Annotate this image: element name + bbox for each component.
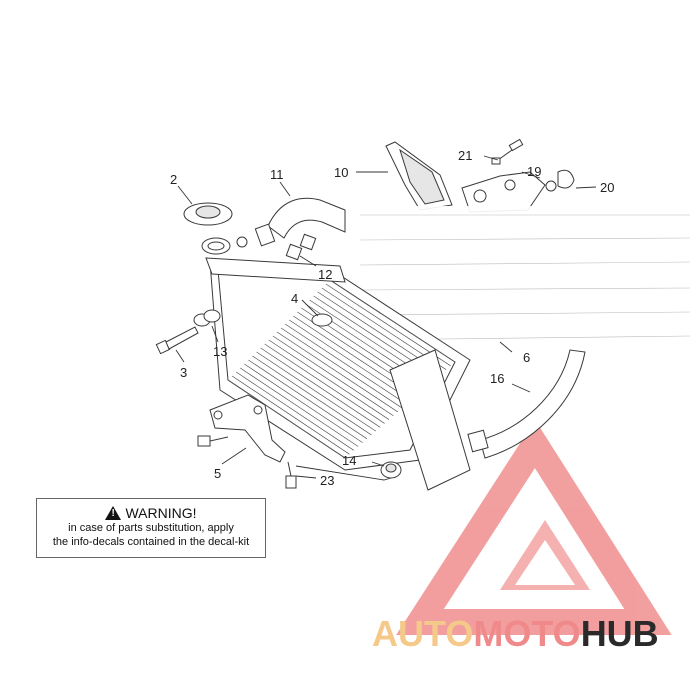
watermark-logo bbox=[396, 419, 672, 635]
warning-title: WARNING! bbox=[125, 505, 197, 521]
brand-hub: HUB bbox=[580, 613, 659, 654]
spacer-part-13 bbox=[193, 309, 221, 327]
bracket-part-10 bbox=[385, 141, 453, 211]
radiator-core bbox=[205, 257, 471, 491]
warning-decal-box: WARNING! in case of parts substitution, … bbox=[36, 498, 266, 558]
callout-23: 23 bbox=[320, 473, 334, 488]
callout-5: 5 bbox=[214, 466, 221, 481]
radiator-fin bbox=[227, 379, 346, 459]
shroud-part bbox=[461, 169, 575, 213]
radiator-fin bbox=[252, 355, 372, 436]
screw-part-23 bbox=[285, 461, 297, 489]
bracket-part-5 bbox=[197, 394, 286, 463]
radiator-fin bbox=[248, 359, 368, 440]
radiator-fin bbox=[284, 323, 407, 405]
hose-part-16 bbox=[467, 349, 586, 459]
warning-line-1: in case of parts substitution, apply bbox=[68, 522, 234, 534]
callout-20: 20 bbox=[600, 180, 614, 195]
callout-6: 6 bbox=[523, 350, 530, 365]
brand-auto: AUTO bbox=[372, 613, 474, 654]
callout-16: 16 bbox=[490, 371, 504, 386]
leader-lines bbox=[175, 155, 597, 481]
radiator-fin bbox=[272, 335, 394, 417]
radiator-fin bbox=[235, 371, 354, 451]
radiator-fin bbox=[264, 343, 385, 424]
hose-part-11 bbox=[254, 197, 346, 247]
callout-19: 19 bbox=[527, 164, 541, 179]
watermark-brand-text: AUTOMOTOHUB bbox=[372, 614, 659, 654]
screw-part-3 bbox=[155, 326, 199, 355]
radiator-fin bbox=[268, 339, 390, 420]
radiator-fin bbox=[256, 351, 376, 432]
radiator-fin bbox=[244, 363, 363, 443]
callout-10: 10 bbox=[334, 165, 348, 180]
radiator-cap-part-2 bbox=[183, 202, 248, 255]
callout-21: 21 bbox=[458, 148, 472, 163]
rubber-mount-part-14 bbox=[380, 461, 402, 479]
callout-3: 3 bbox=[180, 365, 187, 380]
brand-moto: MOTO bbox=[473, 613, 581, 654]
callout-13: 13 bbox=[213, 344, 227, 359]
radiator-fin bbox=[329, 279, 456, 363]
screw-part-21 bbox=[491, 138, 524, 165]
callout-2: 2 bbox=[170, 172, 177, 187]
warning-triangle-icon bbox=[105, 506, 122, 520]
radiator-fin bbox=[276, 331, 398, 413]
callout-14: 14 bbox=[342, 453, 356, 468]
radiator-fin bbox=[240, 367, 359, 447]
callout-11: 11 bbox=[270, 167, 284, 182]
radiator-fin bbox=[280, 327, 403, 409]
grommet-part-4 bbox=[311, 313, 333, 327]
callout-12: 12 bbox=[318, 267, 332, 282]
callout-4: 4 bbox=[291, 291, 298, 306]
warning-line-2: the info-decals contained in the decal-k… bbox=[52, 536, 250, 548]
radiator-fin bbox=[231, 375, 350, 455]
radiator-fin bbox=[289, 319, 412, 401]
bushing-part-12 bbox=[285, 233, 317, 261]
radiator-fin bbox=[260, 347, 381, 428]
